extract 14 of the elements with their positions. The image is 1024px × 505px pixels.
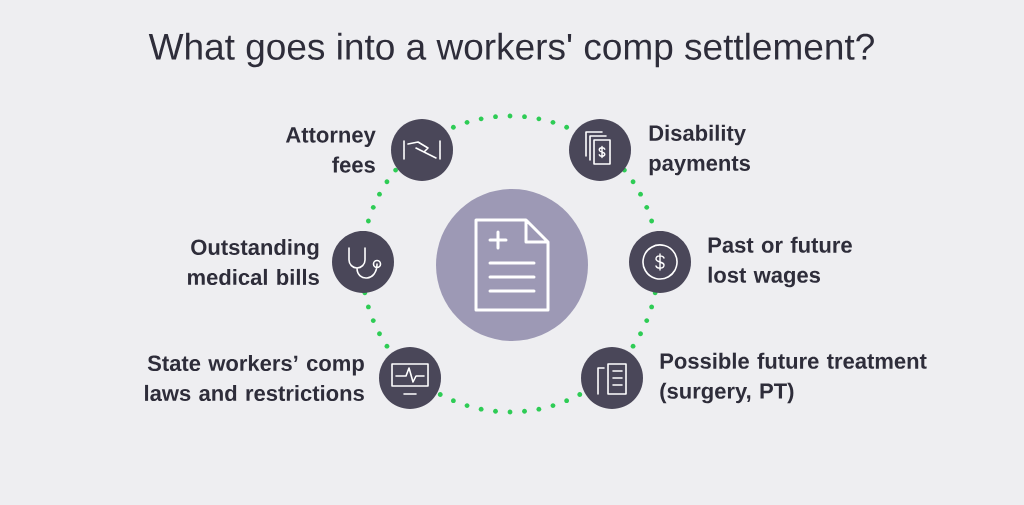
item-label: Attorney fees <box>285 127 376 173</box>
title: What goes into a workers' comp settlement? <box>148 32 874 68</box>
item-label: Past or future lost wages <box>708 236 852 288</box>
icon-circle <box>332 231 394 293</box>
icon-circle <box>379 347 441 409</box>
icon-circle <box>391 119 453 181</box>
icon-circle <box>569 119 631 181</box>
icon-circle <box>436 189 588 341</box>
item-label: State workers’ comp laws and restrictions <box>145 354 364 402</box>
item-label: Outstanding medical bills <box>188 238 319 286</box>
icon-circle <box>581 347 643 409</box>
item-label: Disability payments <box>649 124 750 176</box>
icon-circle <box>629 231 691 293</box>
item-label: Possible future treatment (surgery, PT) <box>660 352 927 404</box>
